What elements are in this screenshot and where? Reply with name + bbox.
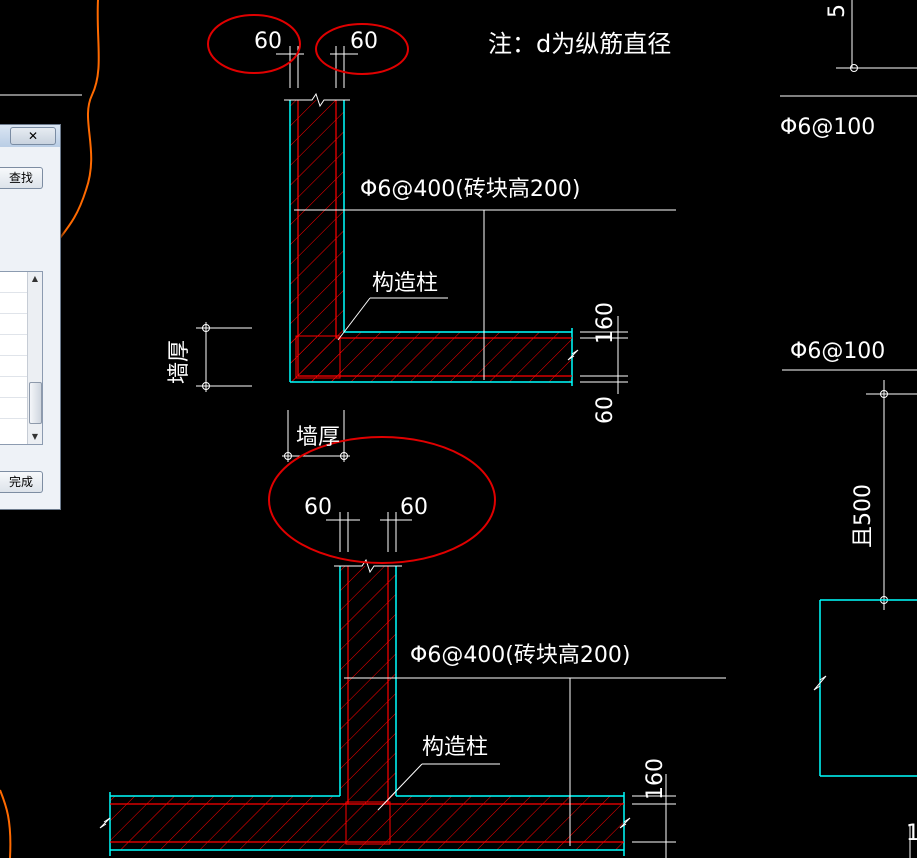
finish-button[interactable]: 完成 (0, 471, 43, 493)
list-item[interactable] (0, 314, 42, 335)
bottom-dim-vertical-160: 160 (643, 758, 668, 800)
result-list[interactable]: ▲ ▼ (0, 271, 43, 445)
scrollbar-thumb[interactable] (29, 382, 42, 424)
annotation-ellipse-bottom (268, 436, 496, 564)
dialog-titlebar[interactable]: ✕ (0, 125, 60, 147)
top-dim-vertical-160: 160 (593, 302, 618, 344)
search-button[interactable]: 查找 (0, 167, 43, 189)
orange-boundary-line (59, 0, 100, 239)
list-item[interactable] (0, 272, 42, 293)
right-dim-top: 5 (825, 4, 850, 18)
close-icon[interactable]: ✕ (10, 127, 56, 145)
drawing-note: 注：d为纵筋直径 (488, 30, 671, 58)
list-item[interactable] (0, 335, 42, 356)
right-rebar-top-label: Φ6@100 (780, 115, 875, 140)
top-rebar-label: Φ6@400(砖块高200) (360, 177, 580, 202)
list-item[interactable] (0, 398, 42, 419)
bottom-dim-left: 60 (304, 495, 332, 520)
find-dialog-fragment: ✕ 查找 ▲ ▼ 完成 (0, 124, 61, 510)
top-dim-left: 60 (254, 29, 282, 54)
annotation-ellipse-top-right (315, 23, 409, 75)
scroll-down-icon[interactable]: ▼ (31, 432, 39, 441)
list-item[interactable] (0, 293, 42, 314)
list-item[interactable] (0, 356, 42, 377)
scroll-up-icon[interactable]: ▲ (31, 274, 39, 283)
list-scrollbar[interactable]: ▲ ▼ (27, 272, 42, 444)
list-item[interactable] (0, 377, 42, 398)
bottom-wall-thickness-label: 墙厚 (296, 425, 340, 450)
bottom-dim-right: 60 (400, 495, 428, 520)
bottom-column-label: 构造柱 (422, 735, 488, 760)
right-rebar-mid-label: Φ6@100 (790, 339, 885, 364)
annotation-ellipse-top-left (207, 14, 301, 74)
right-detail-fragment (780, 0, 917, 858)
right-spacing-label: 且500 (851, 484, 876, 548)
bottom-t-detail (99, 410, 726, 858)
orange-boundary-line-lower (0, 789, 12, 858)
top-wall-thickness-label: 墙厚 (167, 340, 192, 384)
top-column-label: 构造柱 (372, 271, 438, 296)
right-fragment-text: 1 (906, 821, 917, 846)
bottom-rebar-label: Φ6@400(砖块高200) (410, 643, 630, 668)
top-dim-vertical-60: 60 (593, 396, 618, 424)
top-l-detail (196, 46, 676, 394)
top-dim-right: 60 (350, 29, 378, 54)
